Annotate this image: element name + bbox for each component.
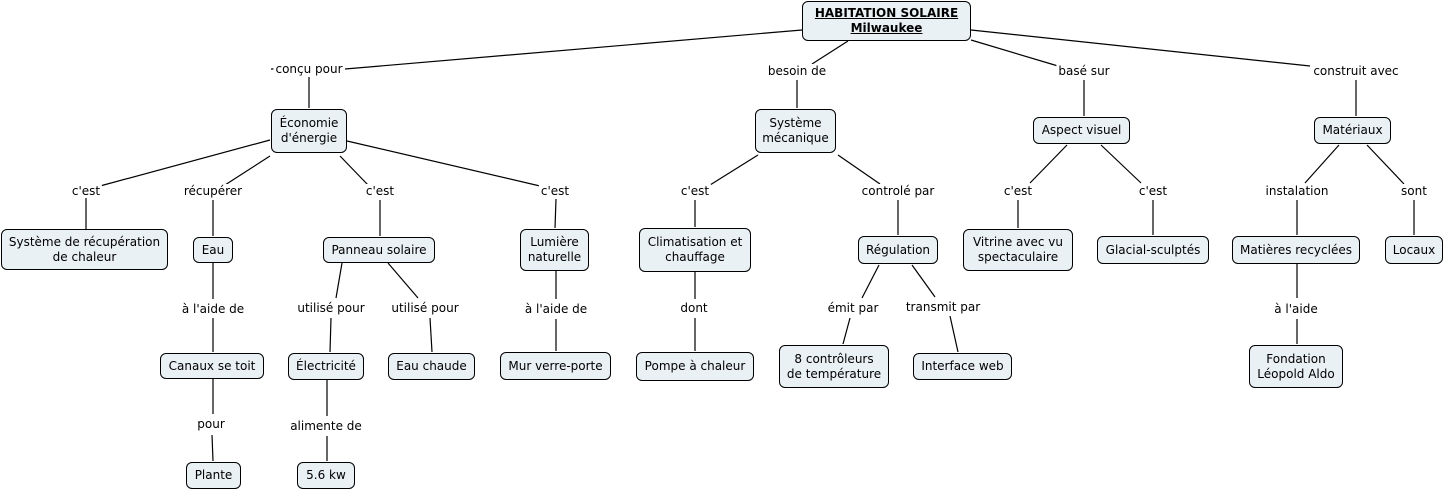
connector-line — [861, 264, 880, 299]
concept-fondation-leopold-aldo[interactable]: Fondation Léopold Aldo — [1249, 345, 1343, 388]
concept-recuperation-chaleur[interactable]: Système de récupération de chaleur — [1, 229, 168, 270]
link-label-a-laide: à l'aide — [1272, 302, 1320, 316]
connector-line — [1100, 144, 1142, 184]
concept-plante[interactable]: Plante — [186, 462, 241, 489]
concept-pompe-chaleur[interactable]: Pompe à chaleur — [636, 352, 754, 381]
link-label-besoin-de: besoin de — [765, 64, 829, 78]
link-label-cest: c'est — [69, 184, 103, 198]
link-label-cest: c'est — [678, 184, 712, 198]
concept-controleurs-temperature[interactable]: 8 contrôleurs de température — [779, 345, 889, 388]
link-label-concu-pour: conçu pour — [273, 62, 345, 76]
connector-line — [387, 262, 419, 299]
link-label-sont: sont — [1399, 184, 1429, 198]
concept-systeme-mecanique[interactable]: Système mécanique — [755, 109, 836, 153]
concept-panneau-solaire[interactable]: Panneau solaire — [323, 237, 435, 263]
link-label-instalation: instalation — [1263, 184, 1331, 198]
concept-label: Système de récupération de chaleur — [8, 234, 161, 264]
connector-line — [1029, 144, 1068, 184]
connector-line — [224, 155, 271, 186]
concept-label: Régulation — [865, 242, 931, 257]
concept-label: Économie d'énergie — [279, 116, 339, 145]
connector-line — [1304, 144, 1340, 184]
connector-line — [344, 29, 803, 70]
concept-lumiere-naturelle[interactable]: Lumière naturelle — [520, 229, 589, 271]
concept-label: 8 contrôleurs de température — [786, 351, 882, 381]
concept-label: Vitrine avec vu spectaculaire — [972, 235, 1063, 264]
concept-label: Glacial-sculptés — [1105, 242, 1201, 257]
concept-label: Fondation Léopold Aldo — [1257, 351, 1335, 381]
concept-label: Matériaux — [1322, 123, 1383, 137]
link-label-construit-avec: construit avec — [1311, 64, 1401, 78]
concept-climatisation-chauffage[interactable]: Climatisation et chauffage — [639, 228, 751, 272]
connector-line — [709, 154, 759, 186]
connector-line — [842, 317, 851, 345]
concept-eau[interactable]: Eau — [193, 237, 233, 263]
connector-line — [339, 155, 369, 186]
concept-label: Interface web — [921, 359, 1004, 373]
link-label-utilise-pour: utilisé pour — [295, 301, 367, 315]
link-label-a-laide-de: à l'aide de — [522, 302, 590, 316]
concept-economie-energie[interactable]: Économie d'énergie — [271, 109, 347, 153]
root-concept-label: HABITATION SOLAIRE Milwaukee — [814, 6, 959, 35]
concept-label: Aspect visuel — [1041, 123, 1122, 137]
link-label-emit-par: émit par — [825, 301, 881, 315]
connector-line — [811, 40, 849, 65]
concept-label: Panneau solaire — [331, 242, 427, 257]
connector-line — [970, 39, 1059, 67]
connector-line — [911, 264, 936, 298]
concept-canaux-toit[interactable]: Canaux se toit — [160, 353, 264, 379]
connector-line — [970, 29, 1311, 67]
concept-label: Pompe à chaleur — [644, 359, 746, 373]
link-label-cest: c'est — [363, 184, 397, 198]
link-label-recuperer: récupérer — [181, 184, 245, 198]
link-label-utilise-pour: utilisé pour — [389, 301, 461, 315]
root-concept[interactable]: HABITATION SOLAIRE Milwaukee — [802, 1, 971, 41]
concept-eau-chaude[interactable]: Eau chaude — [388, 353, 475, 380]
concept-label: Canaux se toit — [168, 358, 256, 373]
link-label-dont: dont — [678, 301, 710, 315]
concept-label: Mur verre-porte — [508, 358, 603, 373]
concept-label: Électricité — [296, 359, 356, 373]
connector-line — [1366, 144, 1405, 185]
concept-mur-verre-porte[interactable]: Mur verre-porte — [500, 352, 611, 380]
concept-electricite[interactable]: Électricité — [288, 353, 364, 380]
concept-aspect-visuel[interactable]: Aspect visuel — [1033, 117, 1130, 144]
link-label-controle-par: controlé par — [859, 184, 937, 198]
concept-label: Eau — [201, 242, 225, 257]
connector-line — [554, 198, 557, 229]
link-label-pour: pour — [195, 417, 227, 431]
concept-5-6-kw[interactable]: 5.6 kw — [297, 462, 355, 489]
link-label-cest: c'est — [1136, 184, 1170, 198]
link-label-alimente-de: alimente de — [288, 419, 364, 433]
concept-locaux[interactable]: Locaux — [1385, 236, 1443, 264]
concept-label: Matières recyclées — [1240, 242, 1352, 257]
concept-interface-web[interactable]: Interface web — [913, 353, 1012, 380]
concept-label: Climatisation et chauffage — [647, 235, 743, 264]
connector-line — [949, 315, 959, 353]
connector-line — [329, 317, 332, 353]
link-label-cest: c'est — [1001, 184, 1035, 198]
connector-line — [335, 262, 343, 299]
concept-label: Plante — [194, 468, 233, 482]
concept-label: Système mécanique — [762, 116, 829, 145]
connector-line — [211, 434, 214, 462]
concept-matieres-recyclees[interactable]: Matières recyclées — [1232, 236, 1360, 264]
connector-line — [99, 139, 271, 187]
concept-label: Eau chaude — [396, 359, 467, 373]
link-label-transmit-par: transmit par — [903, 300, 983, 314]
link-label-base-sur: basé sur — [1056, 64, 1112, 78]
link-label-a-laide-de: à l'aide de — [179, 302, 247, 316]
concept-regulation[interactable]: Régulation — [858, 236, 938, 264]
concept-glacial-sculptes[interactable]: Glacial-sculptés — [1097, 236, 1209, 264]
connector-line — [429, 317, 433, 353]
concept-label: Lumière naturelle — [527, 235, 582, 264]
concept-label: 5.6 kw — [306, 468, 346, 482]
connector-line — [346, 140, 541, 187]
connector-line — [837, 154, 881, 185]
concept-materiaux[interactable]: Matériaux — [1314, 117, 1391, 144]
link-label-cest: c'est — [538, 184, 572, 198]
concept-label: Locaux — [1392, 242, 1436, 257]
concept-vitrine[interactable]: Vitrine avec vu spectaculaire — [963, 229, 1073, 271]
